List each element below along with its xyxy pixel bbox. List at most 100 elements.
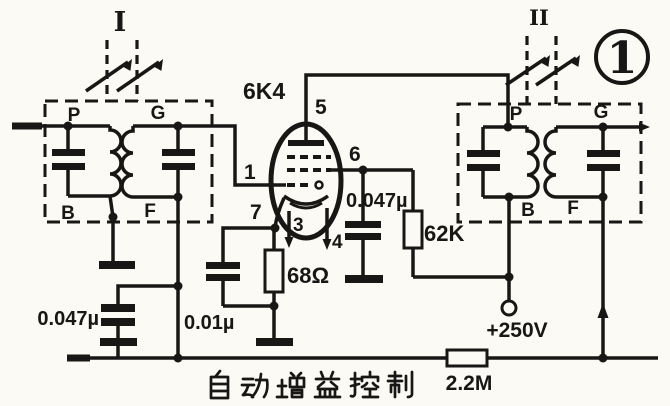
supply-label: +250V: [486, 319, 547, 342]
r-cathode-value: 68Ω: [287, 263, 329, 288]
wire: [331, 168, 413, 275]
capacitor-plate: [101, 318, 135, 326]
figure-badge-circle: [594, 29, 650, 85]
cap-screen-value: 0.047µ: [346, 190, 408, 212]
tuning-arrow: [85, 60, 129, 93]
pin5-label: 5: [315, 96, 327, 119]
resistor-68ohm: [263, 248, 285, 294]
transformer-1-shield-box: [43, 99, 214, 224]
junction-dot: [504, 272, 514, 282]
ground-bar: [256, 338, 293, 346]
t1-terminal-p: P: [68, 105, 81, 126]
t1-primary-winding: [108, 126, 123, 198]
pin1-label: 1: [244, 161, 256, 184]
r-screen-value: 62K: [424, 221, 464, 246]
pin4-label: 4: [332, 232, 343, 253]
anode-to-t2-wire: [304, 73, 510, 140]
junction-dot: [173, 192, 183, 202]
junction-dot: [269, 301, 279, 311]
junction-dot: [598, 122, 608, 132]
t1-terminal-b: B: [61, 203, 75, 224]
junction-dot: [358, 165, 368, 175]
cjk-char-zeng: [275, 371, 306, 399]
capacitor-plate: [467, 164, 500, 171]
capacitor-plate: [101, 304, 135, 312]
t2-secondary-loop: [556, 125, 605, 199]
vacuum-tube-6k4: 6K4 5 6 1 7 3 4: [243, 73, 510, 253]
cjk-char-zhi: [386, 370, 414, 399]
agc-caption-glyphs: [209, 369, 414, 400]
wire: [116, 284, 178, 304]
junction-dot: [598, 353, 608, 363]
cjk-char-yi: [313, 370, 342, 399]
tuning-arrowhead-icon: [540, 55, 550, 67]
figure-number: 1: [607, 33, 638, 84]
tube-anode: [288, 140, 324, 146]
transformer-2-shield-box: [456, 102, 643, 224]
grid-wire: [178, 124, 286, 187]
capacitor-plate: [52, 163, 85, 170]
t2-primary-winding: [525, 127, 540, 199]
capacitor-plate: [99, 261, 135, 269]
pin7-label: 7: [250, 201, 262, 224]
t1-secondary-winding: [120, 126, 135, 199]
junction-dot: [504, 192, 514, 202]
pin6-label: 6: [349, 143, 361, 166]
supply-terminal: +250V: [486, 197, 548, 342]
b1-bypass-network: 0.047µ: [37, 195, 178, 358]
grid-end-loop: [314, 180, 324, 190]
output-arrowhead-icon: [639, 122, 650, 132]
tuning-arrowhead-icon: [153, 59, 163, 71]
capacitor-plate: [467, 150, 500, 157]
agc-rail: 2.2M: [67, 348, 658, 395]
capacitor-plate: [587, 164, 620, 171]
cathode-network: 68Ω: [206, 226, 329, 346]
tube-type-label: 6K4: [243, 78, 285, 104]
junction-dot: [63, 121, 73, 131]
tuning-arrow: [535, 56, 577, 87]
figure-badge: 1: [594, 29, 650, 85]
cap-f1-value: 0.01µ: [184, 312, 234, 334]
tuning-arrow: [505, 56, 547, 87]
heater-arrow-icon: [284, 237, 294, 248]
junction-dot: [173, 121, 183, 131]
supply-terminal-circle: [500, 299, 518, 317]
wire: [108, 195, 115, 261]
tube-cathode: [282, 194, 330, 206]
capacitor-plate: [345, 233, 381, 240]
t1-terminal-f: F: [144, 201, 156, 222]
t2-terminal-b: B: [521, 200, 535, 221]
cap-b1-value: 0.047µ: [37, 308, 99, 330]
cjk-char-dong: [240, 372, 269, 399]
r-agc-value: 2.2M: [446, 372, 493, 395]
screen-network: 0.047µ 62K: [331, 168, 509, 283]
junction-dot: [173, 281, 183, 291]
tuning-arrowhead-icon: [122, 59, 132, 71]
resistor-62k: [402, 209, 424, 250]
capacitor-plate: [206, 262, 240, 269]
wire: [221, 226, 275, 308]
t2-terminal-f: F: [567, 198, 579, 219]
junction-dot: [503, 122, 513, 132]
t1-terminal-g: G: [151, 103, 166, 124]
t2-secondary-winding: [543, 127, 558, 199]
capacitor-plate: [162, 163, 195, 170]
t1-primary-loop: [66, 124, 110, 198]
transformer-2-label: II: [529, 5, 549, 30]
ground-bar: [345, 275, 383, 283]
cjk-char-zi: [209, 369, 230, 400]
junction-dots: [63, 121, 608, 363]
junction-dot: [270, 223, 280, 233]
t2-terminal-g: G: [594, 102, 609, 123]
pin3-label: 3: [293, 215, 304, 236]
capacitor-plate: [345, 221, 381, 228]
capacitor-plate: [162, 149, 195, 156]
tube-cathode-inner: [289, 201, 323, 210]
wire: [411, 170, 509, 279]
junction-dot: [173, 353, 183, 363]
tuning-arrowhead-icon: [570, 55, 580, 67]
capacitor-plate: [52, 149, 85, 156]
junction-dot: [598, 192, 608, 202]
